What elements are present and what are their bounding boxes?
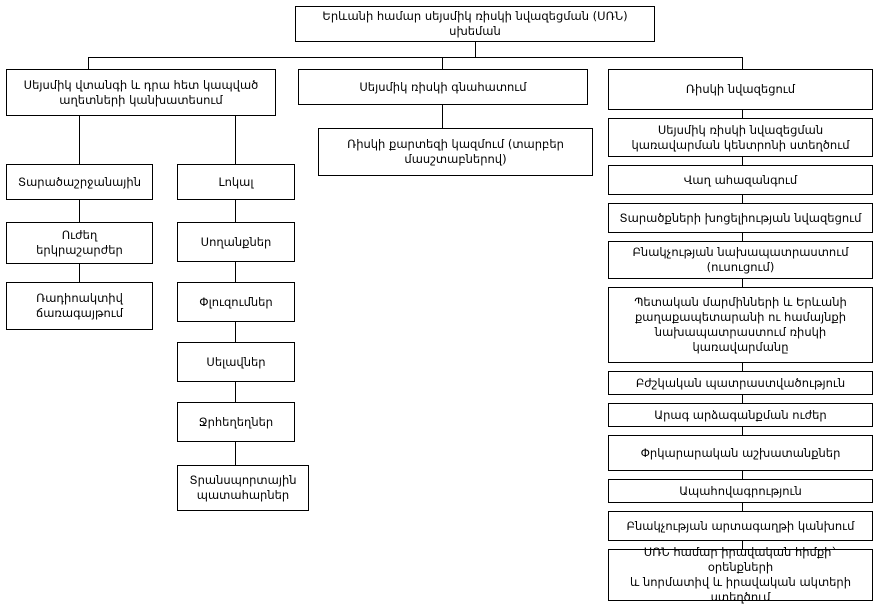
node-mudflows-label: Սելավներ: [206, 354, 266, 369]
node-floods-label: Ջրհեղեղներ: [198, 414, 274, 429]
connector-root-down: [475, 41, 476, 58]
connector-local-chain-1: [235, 200, 236, 222]
connector-reduction-chain-4: [742, 233, 743, 241]
connector-reduction-chain-8: [742, 427, 743, 435]
connector-local-chain-3: [235, 322, 236, 342]
node-collapses-label: Փլուզումներ: [199, 294, 273, 309]
node-early-warning-label: Վաղ ահազանգում: [683, 172, 798, 187]
node-mudflows[interactable]: Սելավներ: [177, 342, 295, 382]
node-early-warning[interactable]: Վաղ ահազանգում: [608, 165, 873, 195]
node-strong-earthquakes[interactable]: Ուժեղ երկրաշարժեր: [6, 222, 153, 264]
node-srn-center[interactable]: Սեյսմիկ ռիսկի նվազեցման կառավարման կենտր…: [608, 118, 873, 157]
connector-reduction-chain-7: [742, 395, 743, 403]
connector-reduction-chain-10: [742, 503, 743, 511]
node-risk-map-label: Ռիսկի քարտեզի կազմում (տարբեր մասշտաբներ…: [347, 137, 564, 166]
node-landslides-label: Սողանքներ: [200, 234, 272, 249]
connector-reduction-chain-5: [742, 279, 743, 287]
node-transport-accidents[interactable]: Տրանսպորտային պատահարներ: [177, 465, 309, 511]
node-insurance-label: Ապահովագրություն: [679, 483, 802, 498]
connector-regional-chain-2: [79, 264, 80, 282]
node-emigration-prevention[interactable]: Բնակչության արտագաղթի կանխում: [608, 511, 873, 541]
node-rescue-operations-label: Փրկարարական աշխատանքներ: [640, 445, 841, 460]
node-local-label: Լոկալ: [218, 174, 254, 189]
node-government-preparedness[interactable]: Պետական մարմինների և Երևանի քաղաքապետարա…: [608, 287, 873, 363]
node-branch-risk-reduction-label: Ռիսկի նվազեցում: [685, 82, 796, 96]
connector-reduction-chain-1: [742, 110, 743, 118]
node-root-label: Երևանի համար սեյսմիկ ռիսկի նվազեցման (ՍՌ…: [322, 9, 628, 38]
connector-reduction-chain-3: [742, 195, 743, 203]
connector-reduction-chain-11: [742, 541, 743, 549]
node-regional-label: Տարածաշրջանային: [17, 174, 142, 189]
connector-hazard-to-regional: [79, 116, 80, 164]
node-population-preparedness[interactable]: Բնակչության նախապատրաստում (ուսուցում): [608, 241, 873, 279]
connector-main-bus: [88, 57, 743, 58]
connector-hazard-to-local: [235, 116, 236, 164]
connector-assessment-chain-1: [442, 105, 443, 128]
node-vulnerability-reduction[interactable]: Տարածքների խոցելիության նվազեցում: [608, 203, 873, 233]
node-rapid-response[interactable]: Արագ արձագանքման ուժեր: [608, 403, 873, 427]
node-strong-earthquakes-label: Ուժեղ երկրաշարժեր: [36, 228, 123, 257]
node-rescue-operations[interactable]: Փրկարարական աշխատանքներ: [608, 435, 873, 471]
node-srn-center-label: Սեյսմիկ ռիսկի նվազեցման կառավարման կենտր…: [631, 122, 850, 152]
node-rapid-response-label: Արագ արձագանքման ուժեր: [654, 407, 827, 422]
connector-local-chain-5: [235, 442, 236, 465]
connector-regional-chain-1: [79, 200, 80, 222]
connector-bus-mid: [442, 57, 443, 69]
node-regional[interactable]: Տարածաշրջանային: [6, 164, 153, 200]
connector-reduction-chain-6: [742, 363, 743, 371]
connector-bus-right: [742, 57, 743, 69]
node-branch-risk-reduction[interactable]: Ռիսկի նվազեցում: [608, 69, 873, 110]
node-insurance[interactable]: Ապահովագրություն: [608, 479, 873, 503]
connector-local-chain-2: [235, 262, 236, 282]
node-local[interactable]: Լոկալ: [177, 164, 295, 200]
connector-reduction-chain-2: [742, 157, 743, 165]
connector-bus-left: [88, 57, 89, 69]
node-branch-risk-assessment-label: Սեյսմիկ ռիսկի գնահատում: [359, 79, 527, 94]
node-emigration-prevention-label: Բնակչության արտագաղթի կանխում: [626, 518, 855, 533]
node-branch-hazard-forecast-label: Սեյսմիկ վտանգի և դրա հետ կապված աղետների…: [23, 77, 259, 107]
connector-reduction-chain-9: [742, 471, 743, 479]
node-risk-map[interactable]: Ռիսկի քարտեզի կազմում (տարբեր մասշտաբներ…: [318, 128, 593, 176]
node-floods[interactable]: Ջրհեղեղներ: [177, 402, 295, 442]
node-medical-preparedness[interactable]: Բժշկական պատրաստվածություն: [608, 371, 873, 395]
node-legal-framework-label: ՍՌՆ համար իրավական հիմքի` օրենքների և նո…: [629, 545, 852, 604]
node-radioactive-radiation-label: Ռադիոակտիվ ճառագայթում: [35, 291, 124, 320]
node-government-preparedness-label: Պետական մարմինների և Երևանի քաղաքապետարա…: [634, 295, 847, 354]
node-medical-preparedness-label: Բժշկական պատրաստվածություն: [635, 375, 846, 390]
node-transport-accidents-label: Տրանսպորտային պատահարներ: [189, 473, 297, 502]
node-branch-risk-assessment[interactable]: Սեյսմիկ ռիսկի գնահատում: [298, 69, 588, 105]
node-population-preparedness-label: Բնակչության նախապատրաստում (ուսուցում): [632, 245, 849, 274]
node-vulnerability-reduction-label: Տարածքների խոցելիության նվազեցում: [619, 210, 862, 225]
connector-local-chain-4: [235, 382, 236, 402]
node-root[interactable]: Երևանի համար սեյսմիկ ռիսկի նվազեցման (ՍՌ…: [295, 6, 655, 42]
node-branch-hazard-forecast[interactable]: Սեյսմիկ վտանգի և դրա հետ կապված աղետների…: [6, 69, 276, 116]
node-legal-framework[interactable]: ՍՌՆ համար իրավական հիմքի` օրենքների և նո…: [608, 545, 873, 604]
node-radioactive-radiation[interactable]: Ռադիոակտիվ ճառագայթում: [6, 282, 153, 330]
node-collapses[interactable]: Փլուզումներ: [177, 282, 295, 322]
node-landslides[interactable]: Սողանքներ: [177, 222, 295, 262]
